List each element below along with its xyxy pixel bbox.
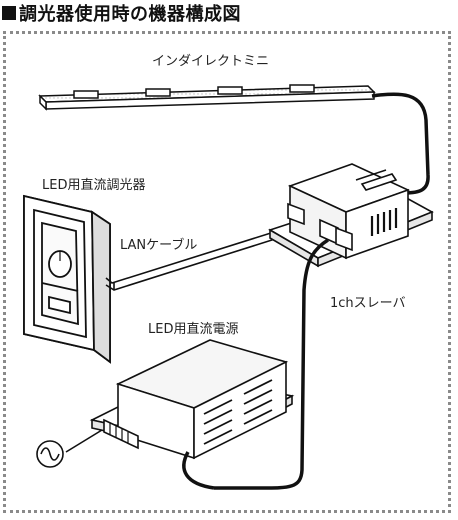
light-bar-clip [73, 84, 315, 99]
led-dc-dimmer [23, 194, 111, 364]
led-dc-power-supply [89, 339, 295, 460]
ac-wire [65, 429, 103, 453]
light-bar-label: インダイレクトミニ [152, 54, 270, 69]
lan-cable [105, 226, 291, 284]
diagram-frame [3, 31, 451, 513]
dimmer-indicator [48, 295, 71, 315]
light-bar-cable [371, 92, 430, 195]
slave-label: 1chスレーバ [330, 296, 406, 311]
output-cable [182, 451, 215, 490]
title-bullet-icon [2, 6, 16, 20]
ac-source-icon [36, 440, 64, 468]
one-channel-slave [268, 163, 434, 268]
dimmer-label: LED用直流調光器 [42, 178, 146, 193]
led-light-bar [38, 84, 376, 111]
power-cable [214, 238, 329, 490]
lan-cable-label: LANケーブル [120, 238, 198, 253]
diagram-title: 調光器使用時の機器構成図 [19, 4, 241, 25]
power-supply-label: LED用直流電源 [148, 322, 239, 337]
terminal-block [103, 418, 139, 450]
title-row: 調光器使用時の機器構成図 [2, 0, 241, 26]
